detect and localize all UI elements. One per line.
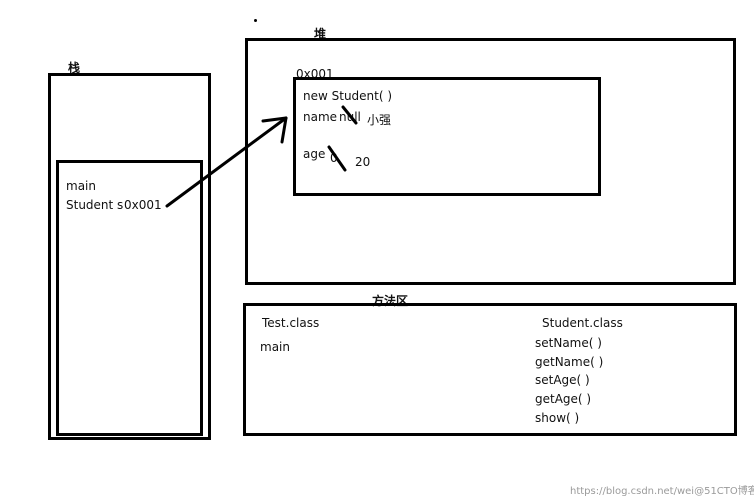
stray-dot	[254, 19, 257, 22]
student-class-method: setName( )	[535, 336, 602, 350]
student-class-name: Student.class	[542, 316, 623, 330]
frame-reference-address: 0x001	[124, 198, 162, 212]
field-name-new-value: 小强	[367, 113, 392, 127]
student-class-method: setAge( )	[535, 373, 590, 387]
test-class-method: main	[260, 340, 290, 354]
stack-title: 栈	[68, 61, 81, 75]
test-class-name: Test.class	[262, 316, 320, 330]
object-constructor-label: new Student( )	[303, 89, 393, 103]
heap-title: 堆	[314, 27, 327, 41]
student-class-method: getAge( )	[535, 392, 592, 406]
field-age-new-value: 20	[355, 155, 371, 169]
main-stack-frame	[56, 160, 203, 436]
name-strikethrough	[341, 105, 358, 125]
student-class-method: show( )	[535, 411, 580, 425]
frame-variable-label: Student s	[66, 198, 124, 212]
heap-region	[245, 38, 736, 285]
field-age-label: age	[303, 147, 326, 161]
method-area-region	[243, 303, 737, 436]
field-age-old-value: 0	[330, 151, 338, 165]
age-strikethrough	[327, 145, 347, 172]
frame-method-label: main	[66, 179, 96, 193]
student-class-method: getName( )	[535, 355, 604, 369]
student-object	[293, 77, 601, 196]
field-name-label: name	[303, 110, 338, 124]
watermark: https://blog.csdn.net/wei@51CTO博客	[570, 486, 754, 497]
stack-region	[48, 73, 211, 440]
reference-arrow	[165, 116, 288, 208]
